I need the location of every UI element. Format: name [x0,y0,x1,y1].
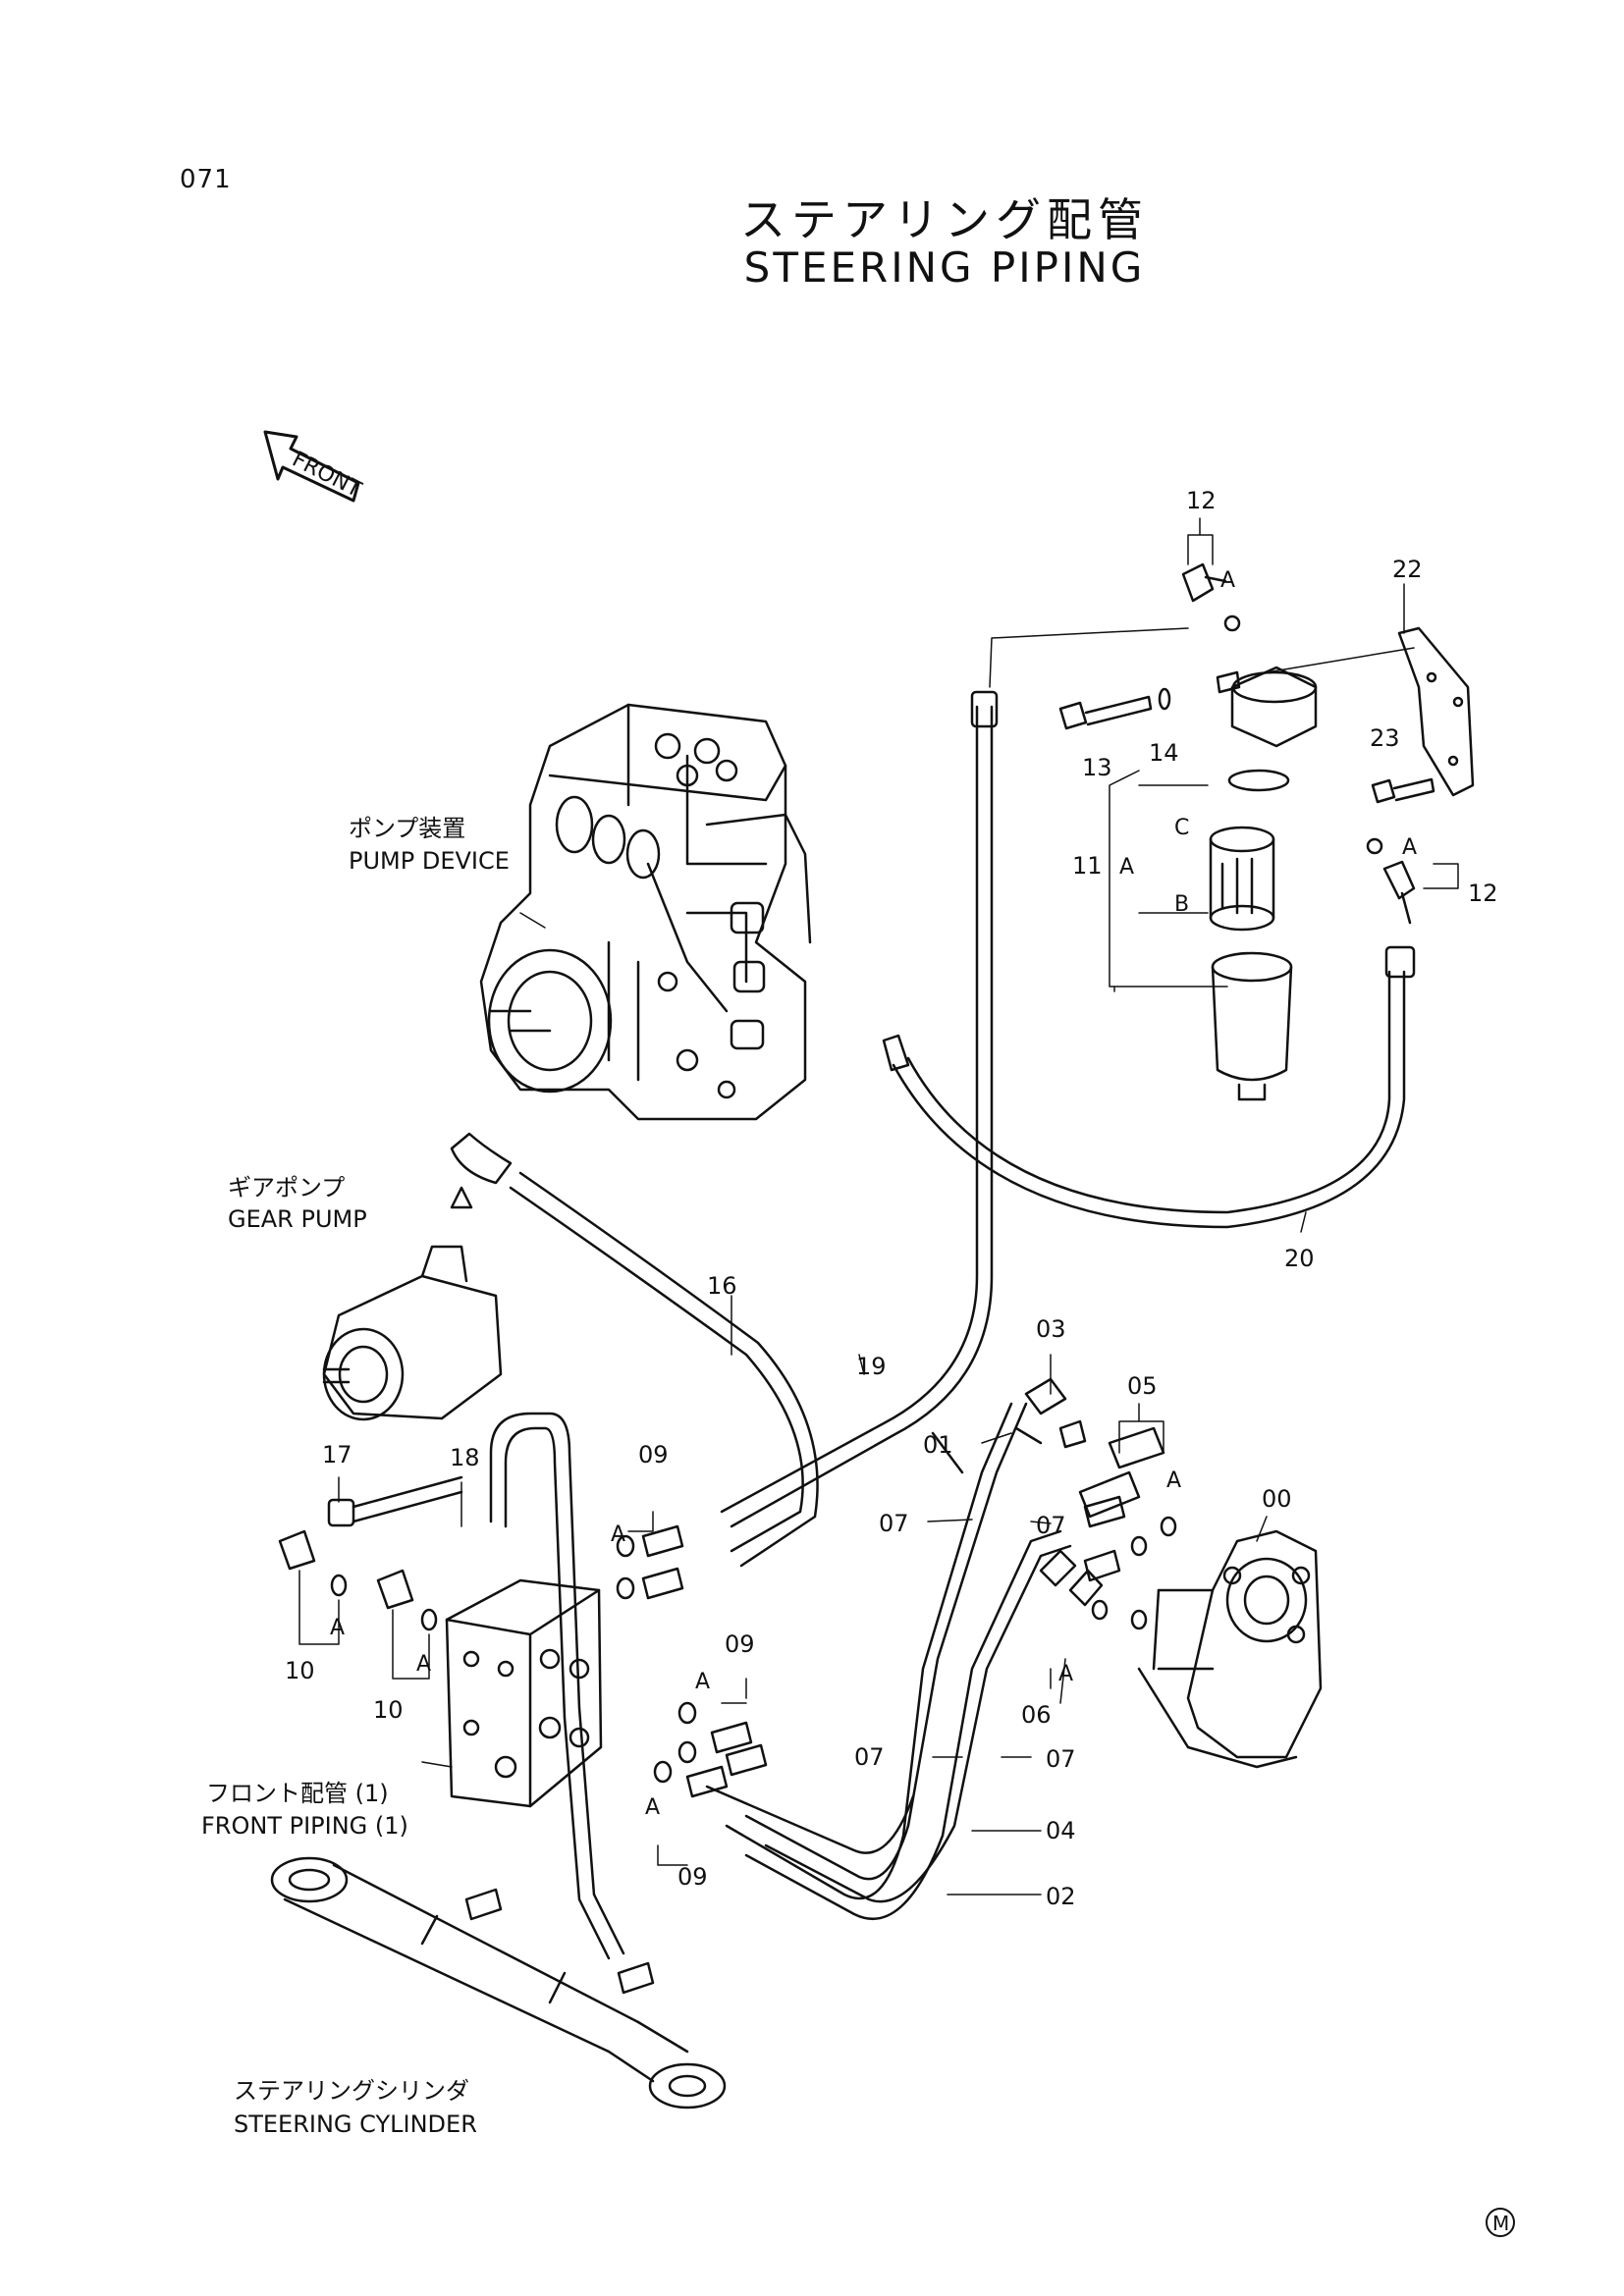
front-piping-label-ja: フロント配管 (1) [206,1780,389,1807]
callout-07-a: 07 [879,1510,909,1537]
component-labels: ポンプ装置 PUMP DEVICE ギアポンプ GEAR PUMP フロント配管… [201,815,510,2138]
callout-03: 03 [1036,1315,1066,1343]
callout-06: 06 [1021,1701,1052,1729]
callout-01: 01 [923,1431,953,1459]
callout-13: 13 [1082,754,1112,781]
callout-12-top: 12 [1186,487,1217,514]
steering-cylinder-drawing [270,1856,727,2109]
steering-cylinder-label-ja: ステアリングシリンダ [234,2077,469,2105]
mark-a-10-left: A [330,1616,345,1640]
mark-c: C [1174,816,1189,840]
callout-11: 11 [1072,852,1103,880]
callout-09-b: 09 [725,1630,755,1658]
callout-07-c: 07 [854,1743,885,1771]
callout-00: 00 [1262,1485,1292,1513]
mark-a-top: A [1220,568,1235,593]
callout-22: 22 [1392,556,1423,583]
steering-cylinder-label-en: STEERING CYLINDER [234,2110,477,2138]
front-arrow-icon: FRONT [263,430,365,503]
page-number: 071 [180,165,232,194]
callout-18: 18 [450,1444,480,1471]
title-japanese: ステアリング配管 [740,193,1149,246]
callout-17: 17 [322,1441,352,1468]
title-english: STEERING PIPING [743,243,1146,292]
callout-09-a: 09 [638,1441,669,1468]
hose-lines [278,690,1416,1960]
part-callouts: 12 22 13 14 23 11 12 20 16 19 03 05 01 0… [285,487,1498,1910]
corner-mark-letter: M [1492,2212,1509,2235]
mark-a-09-bottom: A [645,1795,660,1820]
mark-a-09-mid: A [695,1670,710,1694]
callout-04: 04 [1046,1817,1076,1844]
pump-device-drawing [479,703,812,1121]
mark-a-10-right: A [416,1652,431,1677]
front-piping-label-en: FRONT PIPING (1) [201,1812,408,1840]
mark-a-05: A [1166,1468,1181,1493]
gear-pump-label-en: GEAR PUMP [228,1205,367,1233]
callout-20: 20 [1284,1245,1315,1272]
callout-09-c: 09 [677,1863,708,1891]
mark-a-right: A [1402,835,1417,860]
callout-07-d: 07 [1046,1745,1076,1773]
filter-assembly-drawing [1058,562,1475,1101]
corner-mark: M [1486,2208,1515,2237]
sub-marks: A A C B A A A A A A A A [330,568,1417,1820]
gear-pump-drawing [322,1186,503,1421]
steering-valve-drawing [1137,1529,1323,1769]
callout-02: 02 [1046,1883,1076,1910]
pump-device-label-en: PUMP DEVICE [349,847,510,875]
callout-12-right: 12 [1468,880,1498,907]
callout-16: 16 [707,1272,737,1300]
callout-19: 19 [856,1353,887,1380]
callout-05: 05 [1127,1372,1158,1400]
callout-10-a: 10 [285,1657,315,1684]
mark-b: B [1174,892,1189,917]
mark-a-filter: A [1119,855,1134,880]
leader-lines [298,517,1459,1896]
pump-device-label-ja: ポンプ装置 [349,815,465,842]
mark-a-09-top: A [611,1522,625,1547]
gear-pump-label-ja: ギアポンプ [228,1174,345,1201]
callout-10-b: 10 [373,1696,404,1724]
mark-a-06: A [1058,1662,1073,1686]
callout-14: 14 [1149,739,1179,767]
callout-23: 23 [1370,724,1400,752]
callout-07-b: 07 [1036,1512,1066,1539]
